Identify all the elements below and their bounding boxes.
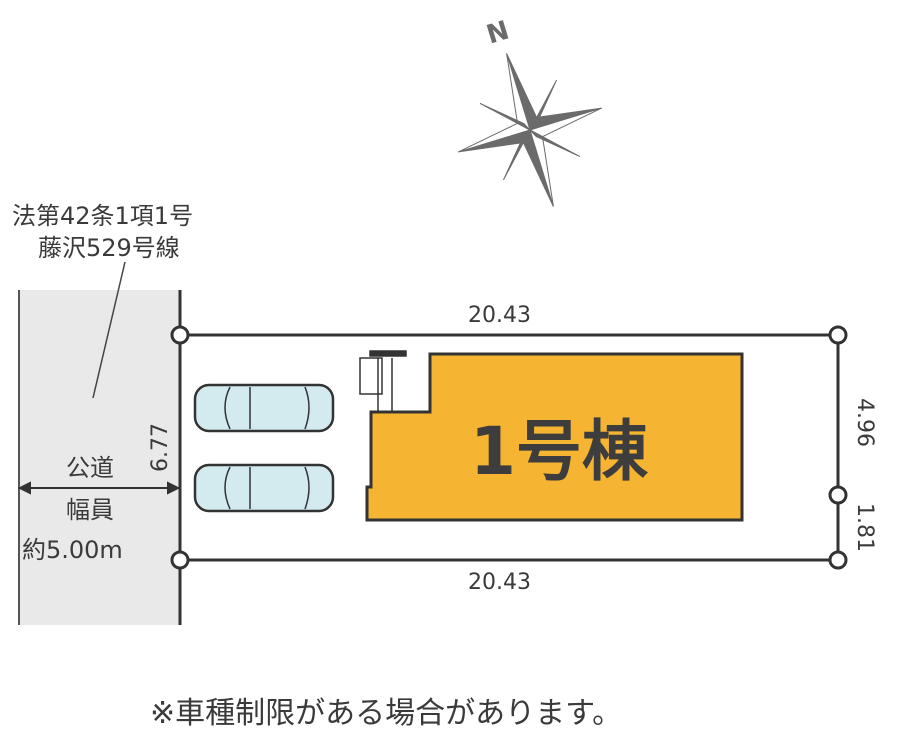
car-icon (193, 383, 335, 433)
lot-boundary (180, 333, 840, 562)
dimension-top: 20.43 (468, 303, 531, 328)
road-name-label: 藤沢529号線 (38, 234, 180, 262)
dimension-right-upper: 4.96 (851, 398, 877, 447)
road-width-label: 幅員 (66, 496, 114, 524)
dimension-left: 6.77 (147, 423, 173, 472)
road-area (18, 290, 180, 625)
leader-line (92, 261, 126, 399)
road-type-label: 公道 (66, 454, 114, 482)
road-law-label: 法第42条1項1号 (12, 202, 194, 230)
dimension-bottom: 20.43 (468, 570, 531, 595)
entrance-steps (359, 350, 407, 412)
dimension-right-lower: 1.81 (851, 503, 877, 552)
car-icon (193, 463, 335, 513)
compass-rose-icon (458, 53, 602, 207)
footnote: ※車種制限がある場合があります。 (150, 696, 623, 731)
building-label: 1号棟 (470, 413, 648, 490)
boundary-markers (170, 325, 848, 570)
road-width-arrow (17, 481, 181, 495)
road-width-value: 約5.00m (22, 536, 123, 564)
building-1 (365, 352, 744, 522)
